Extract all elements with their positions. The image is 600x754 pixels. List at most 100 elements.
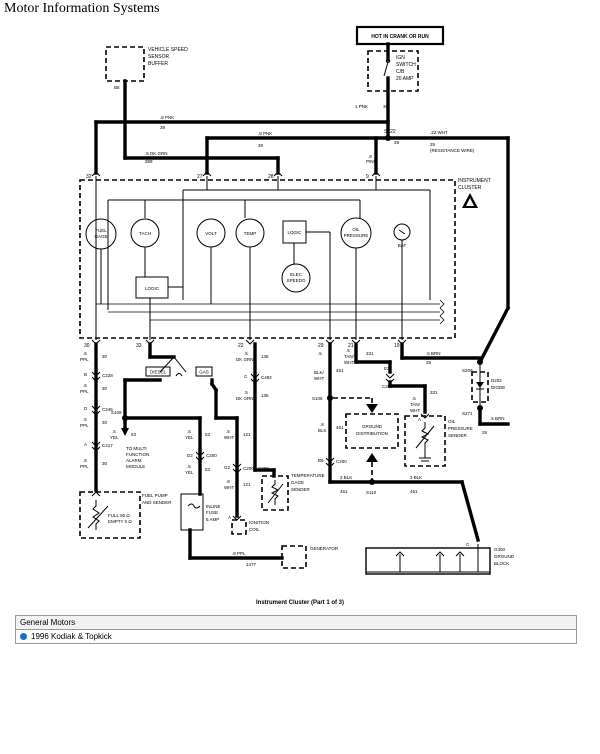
oil-sender-box	[404, 415, 446, 467]
svg-text:LOGIC: LOGIC	[145, 286, 160, 291]
lbl-bw2: BLK/	[314, 370, 325, 375]
lbl-ppl8: .8 PPL	[232, 551, 246, 556]
svg-text:27: 27	[197, 174, 203, 180]
splice-s222: S222	[384, 129, 396, 135]
ground-block-box	[365, 547, 491, 575]
lbl-tw4: 331	[366, 351, 374, 356]
lbl-y53b3: 53	[205, 467, 211, 472]
lbl-bw4: 451	[336, 368, 344, 373]
vendor-cell: General Motors	[15, 615, 577, 630]
lbl-tw6: TAN/	[410, 402, 421, 407]
to-multi-1: TO MULTI	[126, 446, 147, 451]
lbl-b: B	[84, 372, 87, 377]
temp-sender-1: TEMPERATURE	[291, 473, 325, 478]
pin-27: 27	[197, 171, 212, 180]
lbl-l2c: 30	[102, 386, 108, 391]
lbl-l1a: .5	[83, 351, 87, 356]
fuel-empty-label: EMPTY 0 Ω	[108, 519, 132, 524]
temp-gage: TEMP	[235, 218, 265, 248]
svg-text:TACH: TACH	[139, 231, 151, 236]
lbl-l1c: 30	[102, 354, 108, 359]
lbl-tw8: 331	[430, 390, 438, 395]
svg-text:SPEEDO: SPEEDO	[287, 278, 306, 283]
instrument-cluster-box	[79, 179, 456, 339]
lbl-brn3: .5 BRN	[490, 416, 505, 421]
logic-box-top: LOGIC	[282, 220, 307, 244]
ign-coil-1: IGNITION	[249, 520, 269, 525]
wire-8-s222: .8	[368, 154, 372, 159]
conn-c228: C228	[102, 373, 113, 378]
temp-sender-2: GAGE	[291, 480, 304, 485]
lbl-brn2: 25	[426, 360, 432, 365]
model-cell[interactable]: 1996 Kodiak & Topkick	[15, 629, 577, 644]
conn-c200b: C200	[243, 466, 254, 471]
lbl-tw1: .5	[346, 348, 350, 353]
lbl-b9: B9	[318, 458, 324, 463]
ground-dist-2: DISTRIBUTION	[356, 431, 388, 436]
lbl-y53a3: 53	[205, 432, 211, 437]
temp-sender-box	[261, 475, 289, 511]
svg-text:30: 30	[84, 343, 90, 349]
diode-label-1: D202	[491, 378, 502, 383]
wire-39-b: 39	[258, 143, 264, 148]
model-label[interactable]: 1996 Kodiak & Topkick	[31, 632, 112, 641]
svg-text:29: 29	[318, 343, 324, 349]
conn-c200d: C200	[336, 459, 347, 464]
lbl-a: A	[84, 442, 87, 447]
splice-s110: S110	[366, 490, 377, 495]
svg-text:32: 32	[86, 174, 92, 180]
lbl-451-3: 451	[410, 489, 418, 494]
lbl-d2: D2	[187, 453, 193, 458]
splice-s209: S209	[462, 368, 473, 373]
svg-text:28: 28	[268, 174, 274, 180]
ign-switch-label-1: IGN	[396, 55, 405, 61]
pin-9: 9	[366, 171, 381, 180]
ground-block-1: GROUND	[494, 554, 515, 559]
svg-text:TEMP: TEMP	[244, 231, 257, 236]
svg-text:FUEL: FUEL	[95, 228, 107, 233]
lbl-tw2: TAN/	[344, 354, 355, 359]
lbl-w121b1: .8	[226, 479, 230, 484]
lbl-dg2c: 135	[261, 393, 269, 398]
vss-box	[105, 46, 145, 82]
oil-pressure-gage: OIL PRESSURE	[340, 217, 372, 249]
oil-sender-1: OIL	[448, 419, 456, 424]
to-multi-4: MODULE	[126, 464, 145, 469]
fuel-pump-sender-box	[79, 491, 141, 539]
svg-text:PRESSURE: PRESSURE	[344, 233, 369, 238]
lbl-w121b3: 121	[243, 482, 251, 487]
wire-8pnk-top: .8 PNK	[160, 115, 174, 120]
lbl-a-coil: A	[228, 515, 231, 520]
lbl-bw3: WHT	[314, 376, 324, 381]
fuse-label-2: FUSE	[206, 510, 218, 515]
svg-text:GAGE: GAGE	[94, 234, 107, 239]
oil-sender-3: SENDER	[448, 433, 468, 438]
globe-icon	[20, 633, 27, 640]
lbl-e2: E2	[384, 366, 390, 371]
gas-label: GAS	[199, 370, 209, 375]
lbl-dg1b: DK GRN	[236, 357, 254, 362]
to-multi-3: ALARM	[126, 458, 142, 463]
vss-label-2: SENSOR	[148, 54, 170, 60]
lbl-l4c: 30	[102, 461, 108, 466]
oil-sender-2: PRESSURE	[448, 426, 473, 431]
conn-c200a: C200	[206, 453, 217, 458]
wire-39-c: 39	[394, 140, 400, 145]
lbl-451-2: 451	[340, 489, 348, 494]
tach-gage: TACH	[130, 218, 160, 248]
ground-block-2: BLOCK	[494, 561, 509, 566]
lbl-l3a: .5	[83, 417, 87, 422]
svg-text:19: 19	[394, 343, 400, 349]
diesel-label: DIESEL	[150, 370, 167, 375]
pin-19: 19	[394, 339, 407, 349]
lbl-dg2b: DK GRN	[236, 396, 254, 401]
generator-box	[281, 545, 307, 569]
svg-text:LOGIC: LOGIC	[287, 230, 302, 235]
generator-label: GENERATOR	[310, 546, 339, 551]
gas-label-box	[195, 366, 213, 377]
pin-b8: B8	[114, 85, 120, 90]
splice-s271: S271	[462, 411, 473, 416]
elec-speedo: ELEC SPEEDO	[281, 263, 311, 293]
lbl-l3c: 30	[102, 420, 108, 425]
lbl-tw3: WHT	[344, 360, 354, 365]
